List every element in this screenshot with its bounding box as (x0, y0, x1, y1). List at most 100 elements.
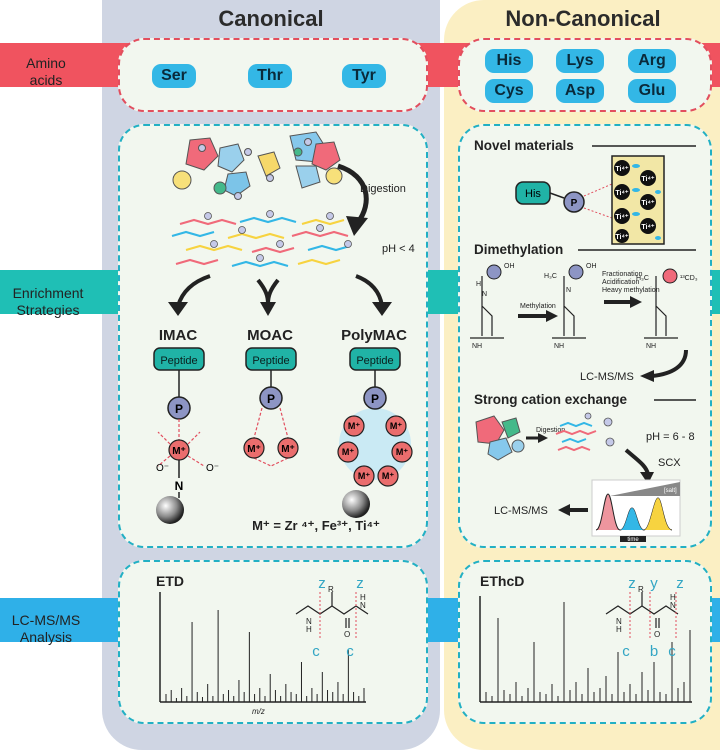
ethcd-b: b (650, 643, 658, 660)
amino-pill-thr: Thr (248, 64, 292, 88)
non-canonical-lcms-panel (458, 560, 712, 724)
imac-o2: O⁻ (206, 463, 219, 474)
row-label-amino: Amino acids (0, 55, 92, 89)
etd-c1: c (312, 643, 320, 660)
imac-nitrogen: N (175, 479, 184, 493)
dm-n2: N (566, 287, 571, 294)
ethcd-label: EThcD (480, 573, 524, 589)
ti-5: Ti⁴⁺ (641, 176, 655, 183)
metal-formula: M⁺ = Zr ⁴⁺, Fe³⁺, Ti⁴⁺ (252, 518, 380, 533)
ethcd-o: O (654, 630, 660, 639)
amino-pill-cys: Cys (485, 79, 533, 103)
etd-n2: N (360, 601, 366, 610)
ethcd-spectrum: EThcD N H R O N H z y z c b c (479, 573, 692, 703)
amino-pill-glu: Glu (628, 79, 676, 103)
ti-4: Ti⁴⁺ (615, 234, 629, 241)
polymac-metal-2: M⁺ (390, 421, 402, 431)
ethcd-z1: z (628, 575, 636, 592)
dm-n1: N (482, 291, 487, 298)
ethcd-c2: c (668, 643, 676, 660)
ethcd-r: R (638, 585, 644, 594)
his-box-label: His (525, 188, 541, 200)
polymac-phospho: P (371, 392, 379, 406)
imac-label: IMAC (159, 327, 197, 344)
heavy-methylation-label: Heavy methylation (602, 287, 660, 294)
canonical-lcms-panel (118, 560, 428, 724)
h3c-2: H₃C (636, 275, 649, 282)
etd-z2: z (356, 575, 364, 592)
ethcd-z2: z (676, 575, 684, 592)
peptide-imac: Peptide (160, 355, 197, 367)
etd-h2: H (360, 593, 366, 602)
row-label-enrichment-line1: Enrichment (12, 285, 84, 301)
scx-ph: pH = 6 - 8 (646, 431, 695, 443)
row-label-lcms-line2: Analysis (19, 629, 73, 645)
nh-1: NH (472, 343, 482, 350)
moac-phospho: P (267, 392, 275, 406)
non-canonical-enrichment-panel (458, 124, 712, 548)
nh-2: NH (554, 343, 564, 350)
polymac-metal-4: M⁺ (396, 447, 408, 457)
polymac-label: PolyMAC (341, 327, 407, 344)
row-label-arrows (0, 43, 104, 642)
methylation-label: Methylation (520, 303, 556, 310)
row-label-amino-line1: Amino (26, 55, 66, 71)
cd3-label: ¹³CD₃ (680, 275, 698, 282)
mz-label: m/z (252, 707, 265, 716)
ethcd-h1: H (616, 625, 622, 634)
row-label-lcms-line1: LC-MS/MS (11, 612, 81, 628)
imac-o1: O⁻ (156, 463, 169, 474)
ti-7: Ti⁴⁺ (641, 224, 655, 231)
ethcd-n1: N (616, 617, 622, 626)
etd-n1: N (306, 617, 312, 626)
canonical-enrichment-diagram: Digestion pH < 4 IMAC MOAC PolyMAC Pepti (153, 131, 415, 533)
polymac-metal-1: M⁺ (348, 421, 360, 431)
ti-6: Ti⁴⁺ (641, 200, 655, 207)
scx-lcms: LC-MS/MS (494, 505, 548, 517)
salt-label: [salt] (664, 488, 677, 494)
dimethylation-title: Dimethylation (474, 242, 563, 257)
ethcd-h2: H (670, 593, 676, 602)
ti-3: Ti⁴⁺ (615, 214, 629, 221)
fractionation-label: Fractionation (602, 271, 643, 278)
amino-pill-ser: Ser (152, 64, 196, 88)
polymac-metal-5: M⁺ (358, 471, 370, 481)
peptide-moac: Peptide (252, 355, 289, 367)
ethcd-n2: N (670, 601, 676, 610)
moac-metal-2: M⁺ (281, 444, 295, 455)
dimethylation-lcms: LC-MS/MS (580, 371, 634, 383)
moac-metal-1: M⁺ (247, 444, 261, 455)
digestion-label: Digestion (360, 183, 406, 195)
moac-label: MOAC (247, 327, 293, 344)
polymac-metal-3: M⁺ (342, 447, 354, 457)
imac-bead (156, 496, 184, 524)
row-label-lcms: LC-MS/MS Analysis (0, 612, 92, 646)
amino-pill-arg: Arg (628, 49, 676, 73)
amino-pill-asp: Asp (556, 79, 604, 103)
etd-z1: z (318, 575, 326, 592)
amino-pill-tyr: Tyr (342, 64, 386, 88)
nh-3: NH (646, 343, 656, 350)
h3c-1: H₃C (544, 273, 557, 280)
imac-metal: M⁺ (172, 446, 186, 457)
peptide-strands (171, 216, 351, 268)
etd-label: ETD (156, 573, 184, 589)
non-canonical-title: Non-Canonical (505, 6, 661, 31)
etd-r: R (328, 585, 334, 594)
ph-label: pH < 4 (382, 243, 415, 255)
ethcd-y: y (650, 575, 658, 592)
oh-2: OH (586, 263, 597, 270)
ti-2: Ti⁴⁺ (615, 190, 629, 197)
etd-c2: c (346, 643, 354, 660)
row-label-enrichment-line2: Strategies (16, 302, 80, 318)
polymac-bead (342, 490, 370, 518)
etd-h1: H (306, 625, 312, 634)
peptide-polymac: Peptide (356, 355, 393, 367)
etd-spectrum: ETD m/z N H R O N H z z c c (156, 573, 369, 716)
novel-materials-title: Novel materials (474, 138, 574, 153)
protein-cluster (172, 131, 343, 200)
amino-pill-lys: Lys (556, 49, 604, 73)
etd-o: O (344, 630, 350, 639)
row-label-enrichment: Enrichment Strategies (0, 285, 96, 319)
ti-1: Ti⁴⁺ (615, 166, 629, 173)
